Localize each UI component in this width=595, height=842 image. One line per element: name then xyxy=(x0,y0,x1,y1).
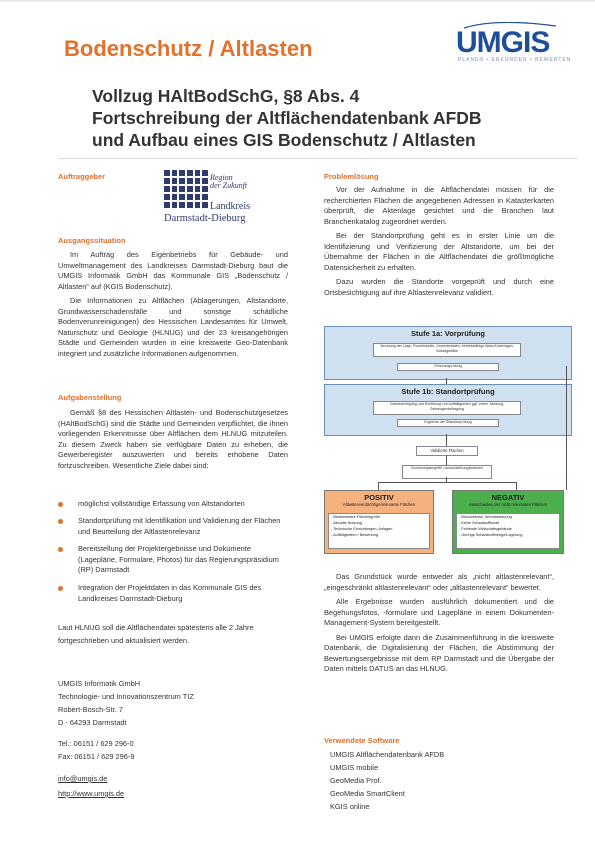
positive-criterion: - Aktuelle Nutzung xyxy=(331,521,362,525)
client-logo-region-2: der Zukunft xyxy=(210,181,248,190)
situation-paragraph: Im Auftrag des Eigenbetriebs für Gebäude… xyxy=(58,250,288,291)
positive-criteria: - Bestimmbare Flächengröße - Aktuelle Nu… xyxy=(328,513,430,549)
negative-result-box: NEGATIV Ausscheiden der nicht relevanten… xyxy=(452,490,564,554)
list-item-text: Bereitstellung der Projektergebnisse und… xyxy=(78,544,279,574)
contact-city: D - 64293 Darmstadt xyxy=(58,718,127,727)
logo-word: UMGIS xyxy=(456,26,550,59)
solution-heading: Problemlösung xyxy=(324,172,379,181)
client-logo: Region der Zukunft Landkreis Darmstadt-D… xyxy=(164,170,284,228)
stage-1a-step: Relevanzprüfung xyxy=(397,363,499,371)
software-heading: Verwendete Software xyxy=(324,736,400,745)
bullet-icon xyxy=(58,586,63,591)
flow-arrow xyxy=(446,455,447,465)
software-item: GeoMedia SmartClient xyxy=(330,789,405,798)
software-item: UMGIS Altflächendatenbank AFDB xyxy=(330,750,445,759)
solution-text-bottom: Das Grundstück wurde entweder als „nicht… xyxy=(324,572,554,679)
stage-1a-box: Stufe 1a: Vorprüfung Verortung der Lage,… xyxy=(324,326,572,380)
software-item: KGIS online xyxy=(330,802,370,811)
negative-criteria: - Büroadresse, Wohnbebauung - Keine Scha… xyxy=(456,513,560,549)
website-link[interactable]: http://www.umgis.de xyxy=(58,789,125,798)
flow-arrow xyxy=(378,482,379,490)
page-title: Bodenschutz / Altlasten xyxy=(64,36,313,61)
solution-text-top: Vor der Aufnahme in die Altflächendatei … xyxy=(324,185,554,302)
subtitle-line: und Aufbau eines GIS Bodenschutz / Altla… xyxy=(92,130,476,150)
contact-center: Technologie- und Innovationszentrum TIZ xyxy=(58,692,194,701)
task-heading: Aufgabenstellung xyxy=(58,393,122,402)
flow-arrow xyxy=(446,477,447,482)
classification-box: Zuordnungsbegriffe / Ausschließungskrite… xyxy=(402,465,492,479)
list-item-text: Integration der Projektdaten in das Komm… xyxy=(78,583,262,603)
positive-criterion: - Technische Einrichtungen, Anlagen xyxy=(331,527,393,531)
positive-criterion: - Bestimmbare Flächengröße xyxy=(331,515,381,519)
client-logo-grid-icon xyxy=(164,170,208,208)
situation-heading: Ausgangssituation xyxy=(58,236,126,245)
flow-split-line xyxy=(378,482,516,483)
client-logo-region-1: Region xyxy=(210,173,233,182)
contact-street: Robert-Bosch-Str. 7 xyxy=(58,705,123,714)
process-diagram: Stufe 1a: Vorprüfung Verortung der Lage,… xyxy=(324,326,574,556)
contact-fax: Fax: 06151 / 629 296-9 xyxy=(58,752,135,761)
list-item-text: möglichst vollständige Erfassung von Alt… xyxy=(78,499,245,508)
stage-1b-title: Stufe 1b: Standortprüfung xyxy=(401,387,495,396)
list-item: möglichst vollständige Erfassung von Alt… xyxy=(58,499,290,510)
flow-arrow xyxy=(516,482,517,490)
client-heading: Auftraggeber xyxy=(58,172,106,181)
stage-1b-box: Stufe 1b: Standortprüfung Ortsbesichtigu… xyxy=(324,384,572,436)
situation-paragraph: Die Informationen zu Altflächen (Ablager… xyxy=(58,296,288,358)
solution-paragraph: Bei der Standortprüfung geht es in erste… xyxy=(324,231,554,272)
solution-paragraph: Vor der Aufnahme in die Altflächendatei … xyxy=(324,185,554,226)
bullet-icon xyxy=(58,547,63,552)
contact-phone: Tel.: 06151 / 629 296-0 xyxy=(58,739,134,748)
positive-criterion: - Auffälligkeiten / Bewertung xyxy=(331,533,378,537)
stage-1b-step: Ortsbesichtigung und Ermittlung von Auff… xyxy=(373,401,521,415)
list-item: Standortprüfung mit Identifikation und V… xyxy=(58,516,290,537)
positive-subtitle: Altlastenverdächtige/relevante Flächen xyxy=(342,502,416,507)
task-text: Gemäß §8 des Hessischen Altlasten- und B… xyxy=(58,408,288,475)
negative-title: NEGATIV xyxy=(491,493,525,502)
logo-tagline: PLANEN • ERKUNDEN • BEWERTEN xyxy=(458,57,572,63)
subtitle: Vollzug HAltBodSchG, §8 Abs. 4 Fortschre… xyxy=(92,85,482,151)
bullet-icon xyxy=(58,519,63,524)
list-item-text: Standortprüfung mit Identifikation und V… xyxy=(78,516,281,536)
task-paragraph: Gemäß §8 des Hessischen Altlasten- und B… xyxy=(58,408,288,470)
email-link[interactable]: info@umgis.de xyxy=(58,774,108,783)
negative-criterion: - Fehlende Wirtschaftsgebäude xyxy=(459,527,512,531)
client-logo-region: Region der Zukunft xyxy=(210,174,247,190)
software-item: GeoMedia Prof. xyxy=(330,776,382,785)
negative-subtitle: Ausscheiden der nicht relevanten Flächen xyxy=(469,502,547,507)
flow-arrow xyxy=(446,378,447,384)
flow-arrow xyxy=(446,434,447,446)
situation-text: Im Auftrag des Eigenbetriebs für Gebäude… xyxy=(58,250,288,363)
bullet-icon xyxy=(58,502,63,507)
closing-text: Laut HLNUG soll die Altflächendatei spät… xyxy=(58,623,254,632)
software-item: UMGIS mobile xyxy=(330,763,379,772)
positive-title: POSITIV xyxy=(364,493,394,502)
client-logo-landkreis: Landkreis xyxy=(210,201,250,212)
positive-result-box: POSITIV Altlastenverdächtige/relevante F… xyxy=(324,490,434,554)
solution-paragraph: Alle Ergebnisse wurden ausführlich dokum… xyxy=(324,597,554,627)
list-item: Integration der Projektdaten in das Komm… xyxy=(58,583,290,604)
solution-paragraph: Das Grundstück wurde entweder als „nicht… xyxy=(324,572,554,592)
subtitle-line: Vollzug HAltBodSchG, §8 Abs. 4 xyxy=(92,86,360,106)
list-item: Bereitstellung der Projektergebnisse und… xyxy=(58,544,290,576)
contact-company: UMGIS Informatik GmbH xyxy=(58,679,141,688)
negative-criterion: - Keine Schadstofffunde xyxy=(459,521,500,525)
subtitle-line: Fortschreibung der Altflächendatenbank A… xyxy=(92,108,482,128)
top-rule xyxy=(0,0,595,2)
solution-paragraph: Bei UMGIS erfolgte dann die Zusammenführ… xyxy=(324,632,554,674)
umgis-logo: UMGIS PLANEN • ERKUNDEN • BEWERTEN xyxy=(456,22,570,67)
return-line xyxy=(566,366,567,490)
solution-paragraph: Dazu wurden die Standorte vorgeprüft und… xyxy=(324,277,554,297)
validated-areas-box: Validierte Flächen xyxy=(416,446,478,456)
stage-1b-step: Ergebnis der Standortprüfung xyxy=(397,419,499,427)
divider xyxy=(58,158,578,159)
client-logo-name: Darmstadt-Dieburg xyxy=(164,213,246,224)
negative-criterion: - Geringe Schadstoffmenge/Lagerung xyxy=(459,533,523,537)
closing-text: fortgeschrieben und aktualisiert werden. xyxy=(58,636,190,645)
stage-1a-title: Stufe 1a: Vorprüfung xyxy=(410,329,486,338)
negative-criterion: - Büroadresse, Wohnbebauung xyxy=(459,515,512,519)
logo-swoosh-icon xyxy=(463,22,557,29)
stage-1a-step: Verortung der Lage, Flurstücksdfe, Gewer… xyxy=(373,343,521,357)
